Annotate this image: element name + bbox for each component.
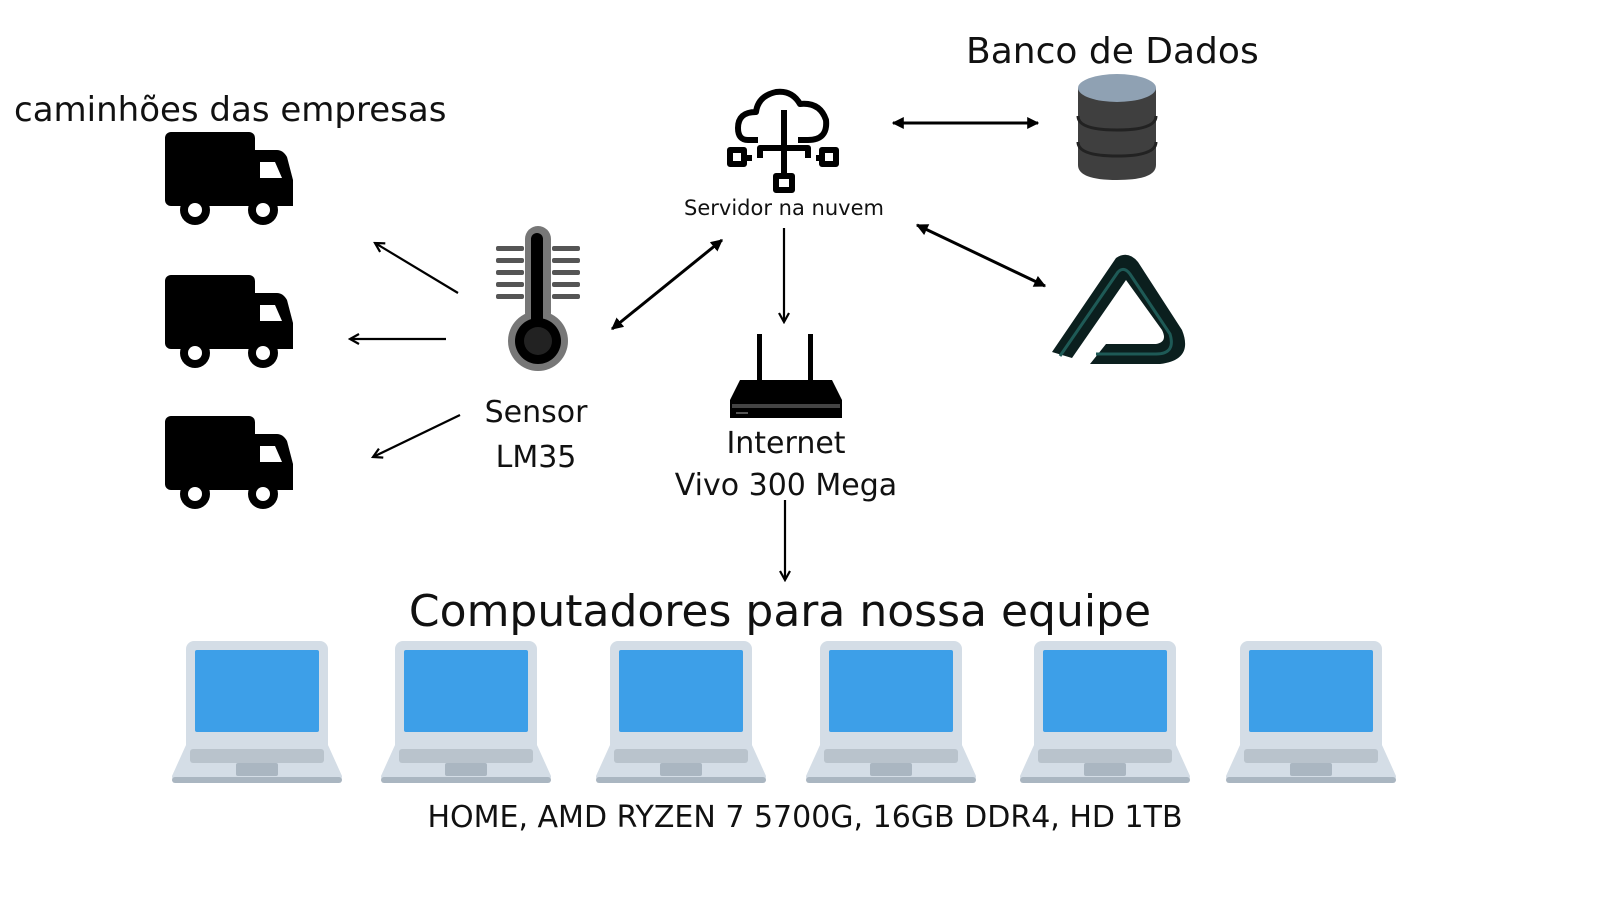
truck-icon bbox=[165, 275, 293, 368]
database-icon bbox=[1076, 74, 1158, 180]
internet-label-line1: Internet bbox=[726, 426, 846, 461]
laptop-icon bbox=[1020, 641, 1190, 783]
trucks-label: caminhões das empresas bbox=[14, 90, 447, 130]
cloud-network-icon bbox=[727, 88, 839, 193]
truck-icon bbox=[165, 416, 293, 509]
computers-specs: HOME, AMD RYZEN 7 5700G, 16GB DDR4, HD 1… bbox=[427, 800, 1183, 835]
database-label: Banco de Dados bbox=[966, 31, 1259, 72]
arrow-server-logo bbox=[915, 223, 1047, 288]
arrow-sensor-server bbox=[611, 238, 723, 331]
laptop-icon bbox=[596, 641, 766, 783]
truck-icon bbox=[165, 132, 293, 225]
laptop-icon bbox=[172, 641, 342, 783]
sensor-label-line1: Sensor bbox=[484, 395, 588, 430]
laptop-icon bbox=[381, 641, 551, 783]
router-icon bbox=[730, 334, 842, 418]
internet-label-line2: Vivo 300 Mega bbox=[674, 468, 898, 503]
arrow-sensor-to-truck-3 bbox=[373, 414, 461, 457]
server-label: Servidor na nuvem bbox=[684, 196, 884, 220]
arrow-sensor-to-truck-1 bbox=[375, 243, 459, 294]
sensor-label-line2: LM35 bbox=[495, 440, 577, 475]
computers-title: Computadores para nossa equipe bbox=[408, 586, 1152, 637]
laptop-icon bbox=[1226, 641, 1396, 783]
brand-logo-icon bbox=[1052, 254, 1186, 364]
thermometer-icon bbox=[496, 226, 580, 371]
laptop-icon bbox=[806, 641, 976, 783]
